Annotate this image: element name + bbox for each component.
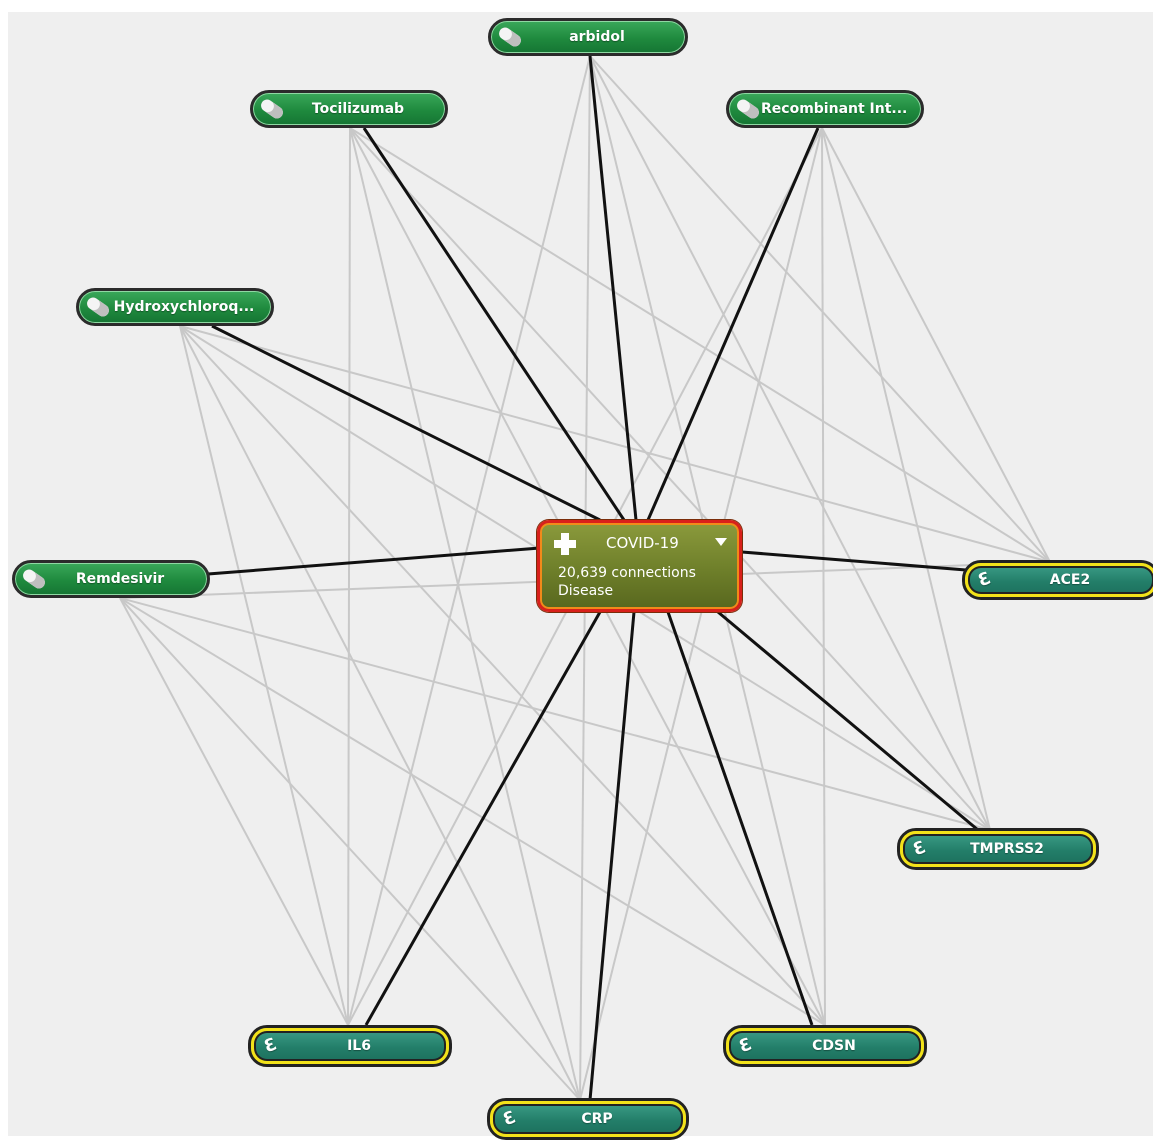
edge-remdesivir-crp [119, 597, 581, 1101]
dropdown-caret-icon[interactable] [715, 538, 727, 546]
gene-icon: ℇ [500, 1107, 518, 1131]
node-label: Hydroxychloroq... [113, 299, 255, 315]
node-label: IL6 [347, 1038, 371, 1054]
drug-node-remdesivir[interactable]: Remdesivir [12, 560, 210, 598]
edge-arbidol-il6 [347, 55, 591, 1026]
edge-remdesivir-cdsn [119, 597, 826, 1026]
gene-icon: ℇ [910, 837, 928, 861]
edge-covid19-hydroxychloroquine [211, 324, 601, 522]
gene-icon: ℇ [261, 1034, 279, 1058]
edge-recombinant-tmprss2 [821, 127, 991, 831]
disease-node-covid19[interactable]: COVID-19 20,639 connections Disease [537, 520, 742, 612]
pill-icon [84, 294, 112, 320]
edge-recombinant-cdsn [821, 127, 826, 1026]
edge-covid19-arbidol [588, 55, 638, 521]
node-label: Remdesivir [75, 571, 165, 587]
gene-node-ace2[interactable]: ℇ ACE2 [962, 560, 1153, 600]
gene-node-tmprss2[interactable]: ℇ TMPRSS2 [897, 828, 1099, 870]
edge-covid19-recombinant [646, 127, 820, 521]
edge-tocilizumab-il6 [347, 127, 351, 1026]
edge-tocilizumab-ace2 [349, 127, 1051, 563]
drug-node-arbidol[interactable]: arbidol [488, 18, 688, 56]
edge-covid19-il6 [364, 611, 602, 1026]
edge-remdesivir-tmprss2 [119, 597, 991, 831]
drug-node-hydroxychloroquine[interactable]: Hydroxychloroq... [76, 288, 274, 326]
edge-remdesivir-il6 [119, 597, 349, 1026]
node-type: Disease [558, 583, 614, 599]
node-label: CDSN [812, 1038, 856, 1054]
edge-hydroxychloroquine-cdsn [179, 325, 826, 1026]
drug-node-tocilizumab[interactable]: Tocilizumab [250, 90, 448, 128]
edge-hydroxychloroquine-crp [179, 325, 581, 1101]
edge-recombinant-ace2 [821, 127, 1051, 563]
node-label: Tocilizumab [311, 101, 405, 117]
edge-tocilizumab-crp [349, 127, 581, 1101]
gene-icon: ℇ [975, 568, 993, 592]
node-label: Recombinant Int... [761, 101, 908, 117]
edge-covid19-crp [588, 611, 636, 1101]
gene-node-cdsn[interactable]: ℇ CDSN [723, 1025, 927, 1067]
edge-hydroxychloroquine-ace2 [179, 325, 1051, 563]
node-label: ACE2 [1049, 572, 1091, 588]
gene-icon: ℇ [736, 1034, 754, 1058]
edge-covid19-ace2 [741, 550, 967, 572]
pill-icon [734, 96, 762, 122]
edge-arbidol-tmprss2 [589, 55, 991, 831]
edge-covid19-cdsn [666, 611, 814, 1026]
cross-icon [554, 533, 576, 555]
node-label: TMPRSS2 [970, 841, 1044, 857]
pill-icon [258, 96, 286, 122]
gene-node-il6[interactable]: ℇ IL6 [248, 1025, 452, 1067]
node-label: arbidol [569, 29, 625, 45]
edge-recombinant-crp [579, 127, 823, 1101]
edge-covid19-tocilizumab [362, 127, 626, 521]
edge-tocilizumab-tmprss2 [349, 127, 991, 831]
drug-node-recombinant[interactable]: Recombinant Int... [726, 90, 924, 128]
connections-count: 20,639 connections [558, 565, 696, 581]
edge-covid19-tmprss2 [717, 610, 979, 832]
node-label: CRP [581, 1111, 613, 1127]
edge-arbidol-ace2 [589, 55, 1051, 563]
gene-node-crp[interactable]: ℇ CRP [487, 1098, 689, 1140]
pill-icon [20, 566, 48, 592]
edge-hydroxychloroquine-il6 [179, 325, 349, 1026]
pill-icon [496, 24, 524, 50]
disease-title: COVID-19 [606, 534, 679, 552]
edge-covid19-remdesivir [207, 546, 541, 576]
